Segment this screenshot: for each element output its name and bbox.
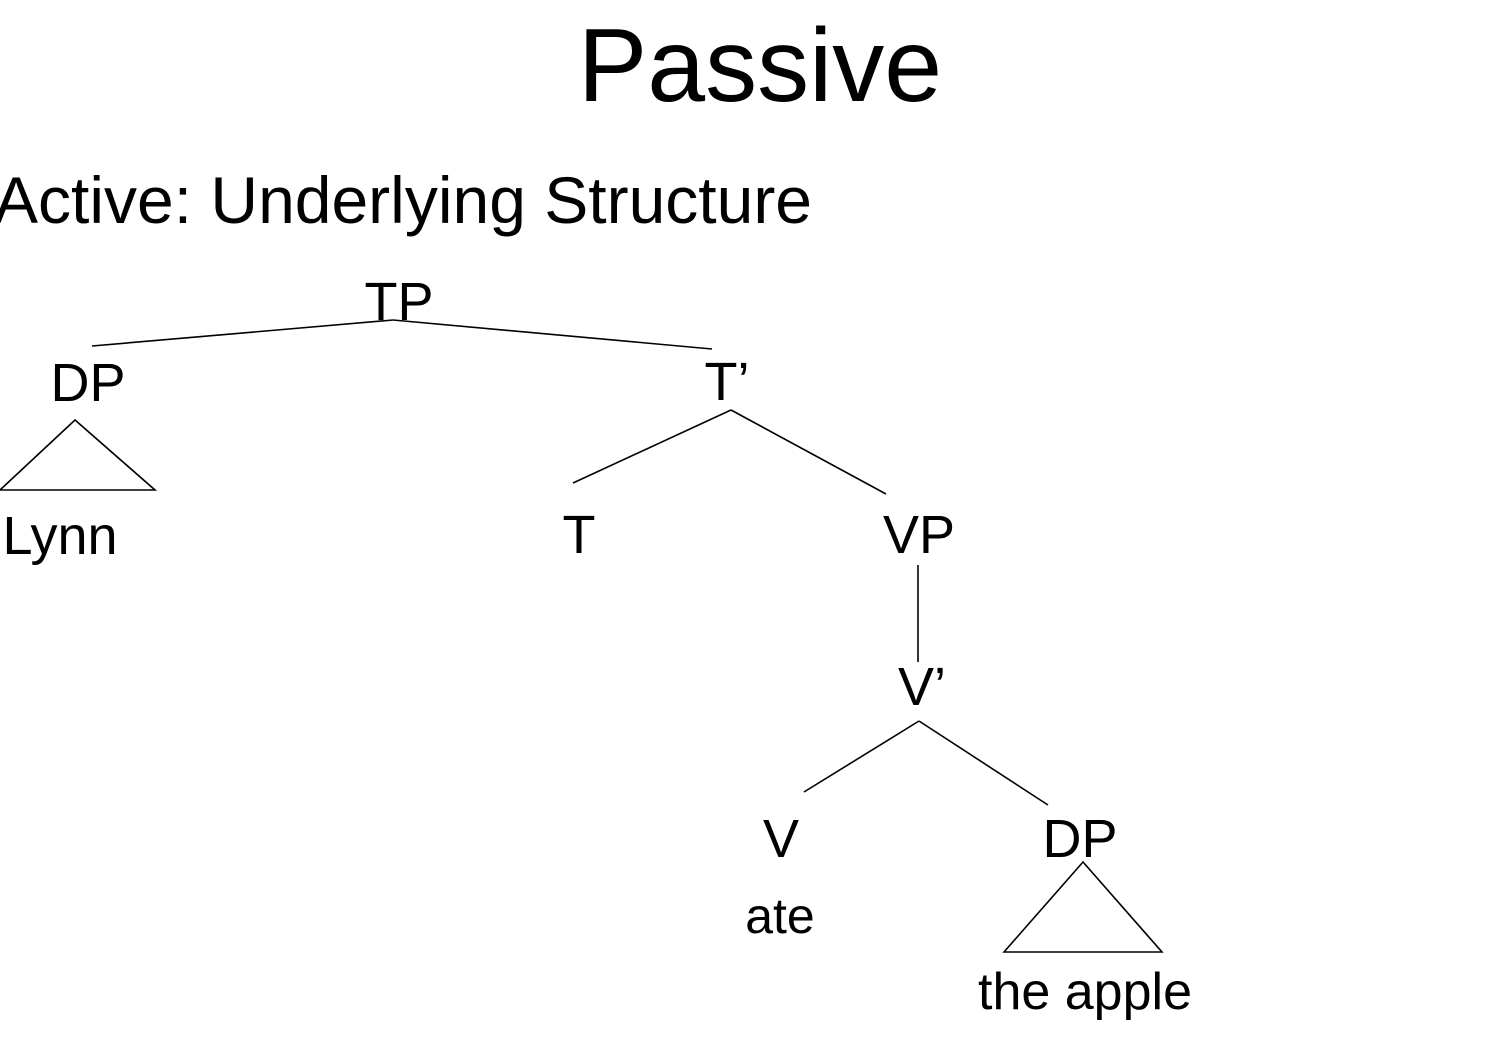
leaf-ate: ate [745, 888, 815, 944]
leaf-lynn: Lynn [2, 506, 117, 566]
leaf-the-apple: the apple [978, 963, 1192, 1021]
branch-tbar-t [572, 409, 732, 484]
branch-tbar-vp [730, 409, 887, 495]
triangle-dp-subject [0, 418, 158, 491]
node-v-bar: V’ [898, 657, 946, 717]
node-dp-object: DP [1042, 809, 1117, 869]
triangle-dp-object [1002, 860, 1164, 953]
node-v: V [763, 809, 799, 869]
node-dp-subject: DP [50, 353, 125, 413]
node-t: T [563, 505, 596, 565]
branch-vbar-dp [918, 720, 1049, 806]
node-t-bar: T’ [705, 352, 750, 412]
branch-tp-dp [91, 319, 394, 347]
slide-title: Passive [577, 8, 943, 124]
slide-subtitle: Active: Underlying Structure [0, 163, 813, 237]
branch-tp-tbar [392, 319, 713, 350]
branch-vbar-v [803, 720, 920, 793]
node-tp: TP [364, 272, 433, 332]
node-vp: VP [883, 505, 955, 565]
